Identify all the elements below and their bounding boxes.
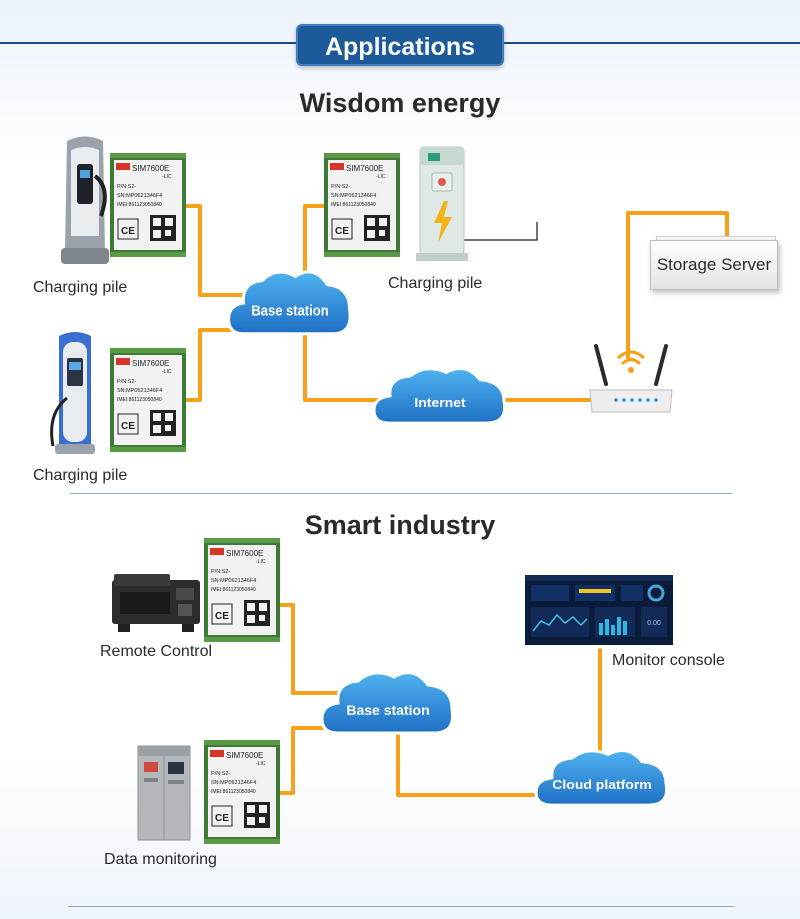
module-ce-mark: CE	[215, 813, 229, 824]
header-badge: Applications	[296, 24, 504, 66]
line-module3-base	[184, 328, 257, 402]
module-suffix: -LIC	[162, 369, 172, 375]
line-module1-base	[184, 204, 272, 297]
storage-server-box: Storage Server	[650, 240, 778, 290]
cloud-cloud-platform: Cloud platform	[534, 749, 669, 807]
charging-pile-top-center-image	[416, 146, 468, 261]
router-image	[589, 344, 673, 413]
module-model: SIM7600E	[346, 164, 383, 173]
module-pn: P/N:S2-	[117, 184, 136, 190]
sim-module-board: SIM7600E-LIC P/N:S2- SN:MP0621346F4IMEI:86…	[204, 740, 280, 844]
module-imei: IMEI:861123050840	[117, 397, 162, 403]
label-remote-control: Remote Control	[100, 643, 213, 660]
header-line-right	[504, 42, 800, 44]
label-charging-pile-top-left: Charging pile	[33, 279, 128, 296]
module-imei: IMEI:861123050840	[331, 202, 376, 208]
header-line-left	[0, 42, 296, 44]
bottom-divider	[68, 906, 734, 907]
module-model: SIM7600E	[132, 359, 169, 368]
module-imei: IMEI:861123050840	[211, 587, 256, 593]
data-monitoring-cabinet-image	[137, 745, 191, 841]
sim-module-board: SIM7600E-LIC P/N:S2- SN:MP0621346F4IMEI:86…	[204, 538, 280, 642]
storage-server-top	[656, 236, 776, 243]
module-suffix: -LIC	[256, 761, 266, 767]
module-imei: IMEI:861123050840	[117, 202, 162, 208]
charging-pile-bottom-left-image	[50, 332, 95, 454]
module-pn: P/N:S2-	[211, 771, 230, 777]
cloud-base-station-2: Base station	[320, 671, 455, 735]
internet-label: Internet	[414, 395, 466, 409]
label-charging-pile-top-center: Charging pile	[388, 275, 483, 292]
module-sn: SN:MP0621346F4	[117, 193, 162, 199]
sim-module-board: SIM7600E-LIC P/N:S2- SN:MP0621346F4IMEI:86…	[110, 153, 186, 257]
module-pn: P/N:S2-	[331, 184, 350, 190]
line-base-internet	[303, 323, 382, 402]
base-station-label-1: Base station	[251, 303, 328, 319]
module-suffix: -LIC	[376, 174, 386, 180]
module-suffix: -LIC	[256, 559, 266, 565]
line-base-cloud	[396, 733, 547, 797]
base-station-label-2: Base station	[346, 702, 429, 718]
line-module4-base	[276, 603, 347, 695]
line-module5-base	[276, 726, 327, 795]
module-sn: SN:MP0621346F4	[211, 780, 256, 786]
label-storage-server: Storage Server	[656, 255, 772, 274]
module-pn: P/N:S2-	[117, 379, 136, 385]
module-model: SIM7600E	[226, 751, 263, 760]
module-pn: P/N:S2-	[211, 569, 230, 575]
charging-pile-top-left-image	[61, 136, 109, 264]
module-sn: SN:MP0621346F4	[331, 193, 376, 199]
dashboard-value: 0.00	[647, 620, 661, 627]
section-title-smart-industry: Smart industry	[304, 510, 496, 540]
cloud-internet: Internet	[372, 367, 507, 425]
module-imei: IMEI:861123050840	[211, 789, 256, 795]
label-data-monitoring: Data monitoring	[104, 851, 217, 868]
remote-control-machine-image	[112, 574, 200, 632]
line-router-server	[626, 211, 729, 362]
line-module2-base	[303, 204, 326, 292]
label-monitor-console: Monitor console	[612, 652, 725, 669]
monitor-console-dashboard-image: 0.00	[525, 575, 673, 645]
module-sn: SN:MP0621346F4	[117, 388, 162, 394]
module-suffix: -LIC	[162, 174, 172, 180]
module-sn: SN:MP0621346F4	[211, 578, 256, 584]
module-ce-mark: CE	[215, 611, 229, 622]
sim-module-board: SIM7600E-LIC P/N:S2- SN:MP0621346F4IMEI:86…	[324, 153, 400, 257]
cloud-base-station-1: Base station	[227, 270, 352, 336]
module-ce-mark: CE	[121, 226, 135, 237]
module-model: SIM7600E	[226, 549, 263, 558]
label-charging-pile-bottom-left: Charging pile	[33, 467, 128, 484]
cloud-platform-label: Cloud platform	[552, 777, 651, 791]
sim-module-board: SIM7600E-LIC P/N:S2- SN:MP0621346F4IMEI:86…	[110, 348, 186, 452]
module-model: SIM7600E	[132, 164, 169, 173]
module-ce-mark: CE	[335, 226, 349, 237]
module-ce-mark: CE	[121, 421, 135, 432]
section-divider	[70, 493, 732, 494]
header-title: Applications	[324, 33, 475, 61]
section-title-wisdom-energy: Wisdom energy	[299, 88, 501, 118]
